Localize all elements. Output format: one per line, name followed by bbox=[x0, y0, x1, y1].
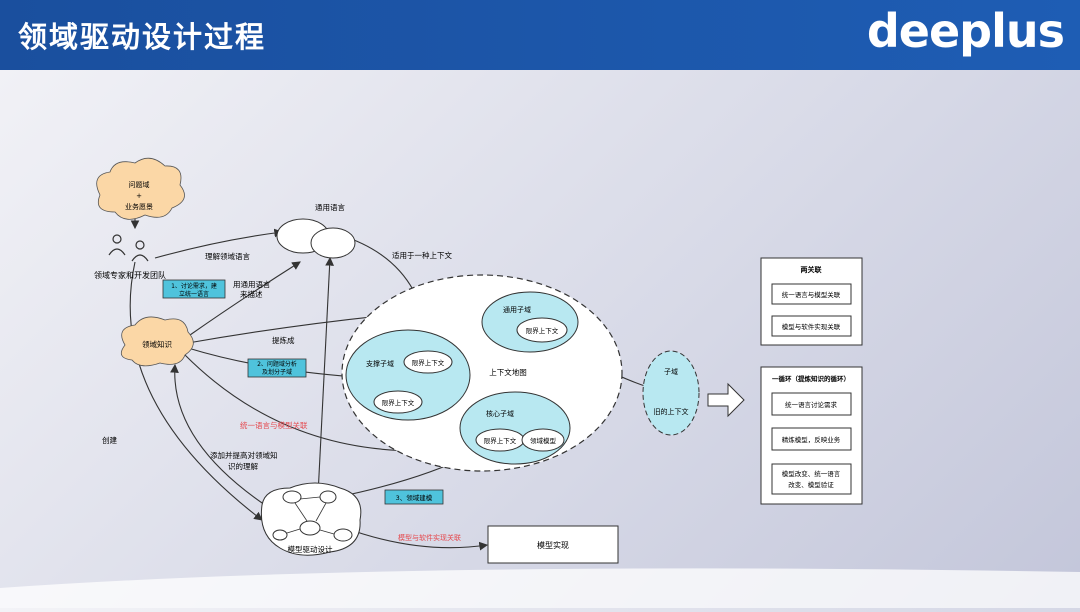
speech-bubble-2 bbox=[310, 227, 356, 259]
summary-arrow bbox=[707, 382, 745, 418]
diagram-area: 问题域 + 业务愿景 领域专家和开发团队 通用语言 理解领域语言 适用于一种上下… bbox=[0, 70, 1080, 608]
support-subdomain-label: 支撑子域 bbox=[366, 359, 394, 368]
generic-subdomain-label: 通用子域 bbox=[503, 305, 531, 314]
add-understanding-line1: 添加并提高对领域知 bbox=[210, 450, 278, 460]
one-loop-item-1-box bbox=[771, 392, 852, 416]
domain-knowledge-cloud bbox=[120, 316, 194, 367]
cloud-line-2: + bbox=[136, 192, 142, 200]
two-links-item-1-box bbox=[771, 283, 852, 305]
refine-label: 提炼成 bbox=[272, 335, 295, 345]
one-loop-item-3-box bbox=[771, 463, 852, 495]
bottom-wave bbox=[0, 568, 1080, 608]
one-loop-item-2: 精炼模型，反映业务 bbox=[782, 435, 841, 444]
describe-line2: 来描述 bbox=[240, 289, 263, 299]
deeplus-logo: deeplus bbox=[866, 4, 1065, 58]
core-bounded-context-label: 限界上下文 bbox=[484, 436, 517, 445]
two-links-item-1: 统一语言与模型关联 bbox=[782, 290, 841, 299]
step2-box bbox=[247, 358, 307, 378]
two-links-title: 两关联 bbox=[801, 265, 823, 274]
describe-line1: 用通用语言 bbox=[233, 279, 271, 289]
cloud-line-3: 业务愿景 bbox=[125, 202, 153, 211]
context-map-label: 上下文地图 bbox=[489, 367, 527, 377]
problem-domain-cloud bbox=[96, 157, 185, 220]
add-understanding-line2: 识的理解 bbox=[228, 461, 258, 471]
support-bounded-context-1 bbox=[403, 350, 453, 374]
two-links-item-2: 模型与软件实现关联 bbox=[782, 322, 841, 331]
domain-model-node bbox=[521, 428, 565, 452]
ddd-process-diagram: 问题域 + 业务愿景 领域专家和开发团队 通用语言 理解领域语言 适用于一种上下… bbox=[0, 157, 1080, 608]
header-bar: 领域驱动设计过程 deeplus bbox=[0, 0, 1080, 70]
unify-link-label: 统一语言与模型关联 bbox=[240, 420, 308, 430]
domain-knowledge-label: 领域知识 bbox=[142, 339, 172, 349]
team-label: 领域专家和开发团队 bbox=[94, 270, 166, 280]
arrow-model-impl bbox=[344, 527, 489, 551]
old-context-label: 旧的上下文 bbox=[654, 407, 689, 416]
core-subdomain bbox=[459, 391, 571, 465]
step2-line1: 2、问题域分析 bbox=[257, 360, 297, 368]
generic-bounded-context-label: 限界上下文 bbox=[526, 326, 559, 335]
step1-line1: 1、讨论需求，建 bbox=[171, 282, 217, 290]
model-impl-link-label: 模型与软件实现关联 bbox=[398, 533, 461, 542]
arrow-create bbox=[129, 261, 263, 521]
model-node-1 bbox=[282, 490, 302, 504]
old-subdomain-label: 子域 bbox=[664, 367, 678, 376]
arrow-knowledge-to-language bbox=[189, 261, 301, 336]
language-label: 通用语言 bbox=[315, 202, 345, 212]
model-driven-label: 模型驱动设计 bbox=[288, 544, 333, 554]
support-bounded-context-1-label: 限界上下文 bbox=[412, 358, 445, 367]
one-loop-item-3-line2: 改变、模型验证 bbox=[788, 480, 834, 489]
create-label: 创建 bbox=[102, 435, 117, 445]
cloud-line-1: 问题域 bbox=[129, 180, 150, 189]
domain-model-label: 领域模型 bbox=[530, 436, 557, 445]
core-subdomain-label: 核心子域 bbox=[486, 409, 514, 418]
understand-language-label: 理解领域语言 bbox=[205, 251, 250, 261]
model-impl-label: 模型实现 bbox=[537, 540, 569, 550]
model-node-4 bbox=[333, 528, 353, 542]
model-node-3 bbox=[299, 520, 321, 536]
step3-box bbox=[384, 489, 444, 505]
team-people-icon bbox=[108, 234, 149, 262]
old-subdomain bbox=[642, 350, 700, 436]
one-loop-title: 一循环（提炼知识的循环） bbox=[772, 374, 850, 383]
page-title: 领域驱动设计过程 bbox=[18, 20, 267, 54]
step1-box bbox=[162, 279, 226, 299]
support-bounded-context-2-label: 限界上下文 bbox=[382, 398, 415, 407]
arrow-model-to-language bbox=[317, 256, 335, 496]
two-links-item-2-box bbox=[771, 315, 852, 337]
one-loop-item-3-line1: 模型改变、统一语言 bbox=[782, 469, 841, 478]
step3-label: 3、领域建模 bbox=[396, 493, 433, 502]
one-loop-item-1: 统一语言讨论需求 bbox=[785, 400, 838, 409]
generic-bounded-context bbox=[516, 317, 568, 343]
one-loop-item-2-box bbox=[771, 427, 852, 451]
model-impl-box bbox=[487, 525, 619, 564]
model-node-5 bbox=[272, 529, 288, 541]
step2-line2: 及划分子域 bbox=[262, 368, 292, 376]
step1-line2: 立统一语言 bbox=[179, 290, 209, 298]
arrow-team-to-language bbox=[154, 228, 284, 259]
model-node-2 bbox=[319, 490, 337, 504]
arrow-add-understanding bbox=[170, 363, 266, 506]
apply-context-label: 适用于一种上下文 bbox=[392, 250, 452, 260]
support-bounded-context-2 bbox=[373, 390, 423, 414]
